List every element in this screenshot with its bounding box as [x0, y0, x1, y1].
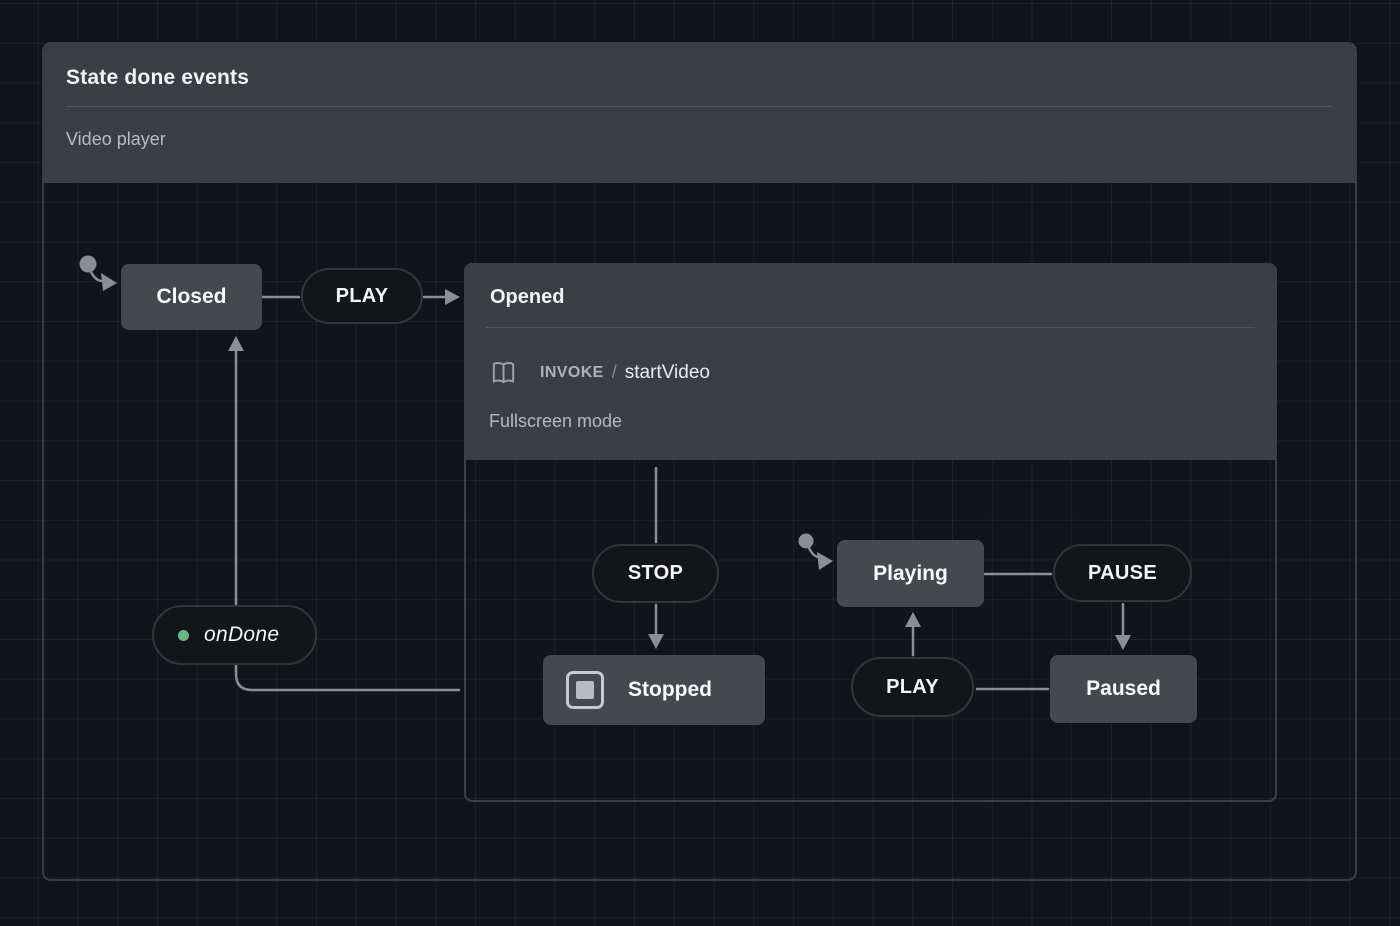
- stopped-state-label: Stopped: [628, 678, 712, 702]
- event-pill-play-closed-to-opened[interactable]: PLAY: [301, 268, 423, 324]
- green-dot-icon: [178, 630, 189, 641]
- final-state-icon-inner-square: [576, 681, 594, 699]
- open-book-icon: [489, 358, 518, 387]
- state-node-closed[interactable]: Closed: [121, 264, 262, 330]
- state-node-paused[interactable]: Paused: [1050, 655, 1197, 723]
- ondone-label: onDone: [204, 623, 279, 647]
- opened-divider: [486, 327, 1255, 328]
- invoke-service-name: startVideo: [625, 362, 710, 384]
- opened-header: Opened INVOKE / startVideo Fullscreen mo…: [466, 265, 1275, 460]
- initial-state-arrowhead-closed: [101, 273, 117, 291]
- event-pill-pause[interactable]: PAUSE: [1053, 544, 1192, 602]
- final-state-icon: [566, 671, 604, 709]
- opened-state-description: Fullscreen mode: [486, 411, 1255, 432]
- state-node-stopped-final[interactable]: Stopped: [543, 655, 765, 725]
- arrowhead-into-closed: [228, 336, 244, 351]
- arrowhead-into-opened: [445, 289, 460, 305]
- invoke-keyword: INVOKE: [540, 364, 604, 382]
- opened-state-label: Opened: [486, 265, 1255, 310]
- event-pill-ondone[interactable]: onDone: [152, 605, 317, 665]
- invoke-separator: /: [612, 362, 617, 383]
- event-pill-play-paused-to-playing[interactable]: PLAY: [851, 657, 974, 717]
- state-node-playing[interactable]: Playing: [837, 540, 984, 607]
- initial-arrow-tail-closed: [91, 272, 102, 281]
- initial-state-dot-closed: [80, 256, 97, 273]
- invoke-row[interactable]: INVOKE / startVideo: [486, 358, 1255, 387]
- event-pill-stop[interactable]: STOP: [592, 544, 719, 603]
